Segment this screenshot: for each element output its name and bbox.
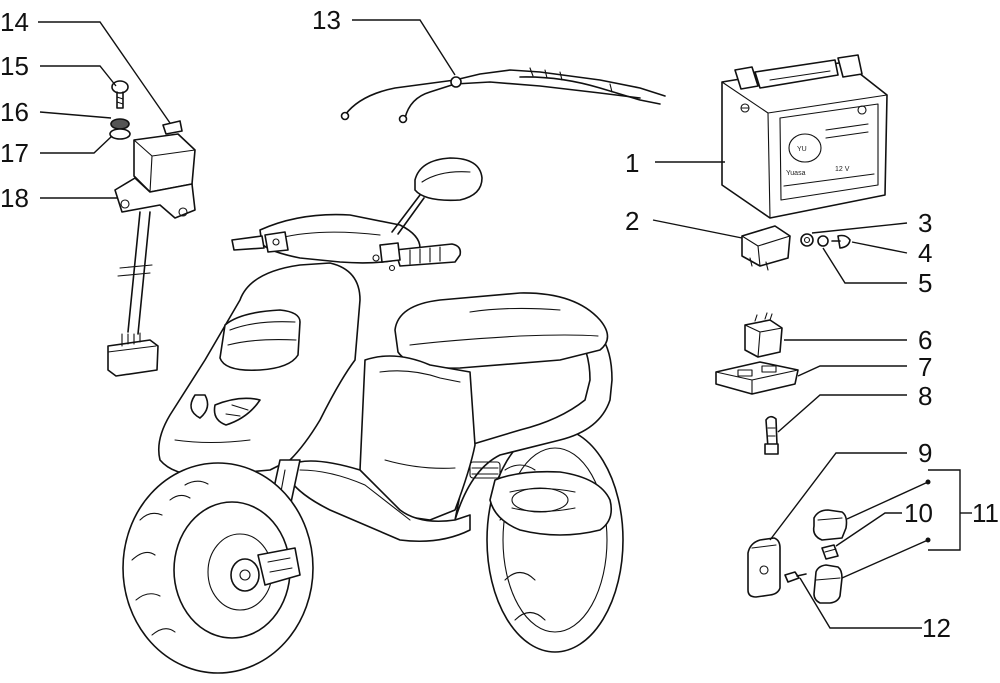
rear-wheel xyxy=(486,427,624,653)
upper-lens-dot xyxy=(925,479,931,485)
leader-lines xyxy=(38,19,972,629)
callout-12: 12 xyxy=(922,613,951,643)
wiring-harness xyxy=(340,67,666,124)
callout-7: 7 xyxy=(918,352,932,382)
callout-16: 16 xyxy=(0,97,29,127)
callout-9: 9 xyxy=(918,438,932,468)
callout-6: 6 xyxy=(918,325,932,355)
callout-14: 14 xyxy=(0,7,29,37)
flasher-holder xyxy=(715,361,799,395)
callout-13: 13 xyxy=(312,5,341,35)
callout-8: 8 xyxy=(918,381,932,411)
callout-2: 2 xyxy=(625,206,639,236)
clip-part xyxy=(162,120,183,135)
callout-4: 4 xyxy=(918,238,932,268)
battery-voltage-text: 12 V xyxy=(835,166,850,173)
callout-3: 3 xyxy=(918,208,932,238)
seat xyxy=(394,292,609,369)
battery: YU Yuasa 12 V xyxy=(721,54,888,219)
scooter-illustration xyxy=(122,157,624,674)
callout-17: 17 xyxy=(0,138,29,168)
callout-1: 1 xyxy=(625,148,639,178)
callout-11: 11 xyxy=(972,498,999,528)
bulb xyxy=(764,415,779,455)
washer-part xyxy=(110,118,130,130)
regulator-assembly xyxy=(107,80,196,377)
battery-brand-text: Yuasa xyxy=(786,170,806,177)
light-unit xyxy=(747,509,848,604)
relay-assembly xyxy=(741,225,851,271)
washer-lower-part xyxy=(109,128,131,140)
callout-labels: 1 2 3 4 5 6 7 8 9 10 11 12 13 14 15 16 1… xyxy=(0,5,999,643)
handlebar xyxy=(231,157,483,272)
flasher-unit xyxy=(744,312,783,358)
screw-part xyxy=(111,80,129,109)
front-wheel xyxy=(122,462,314,674)
front-shield xyxy=(157,262,361,477)
callout-10: 10 xyxy=(904,498,933,528)
callout-18: 18 xyxy=(0,183,29,213)
lower-lens-dot xyxy=(925,537,931,543)
floorboard xyxy=(289,460,471,543)
callout-5: 5 xyxy=(918,268,932,298)
callout-15: 15 xyxy=(0,51,29,81)
battery-logo-text: YU xyxy=(797,146,807,153)
